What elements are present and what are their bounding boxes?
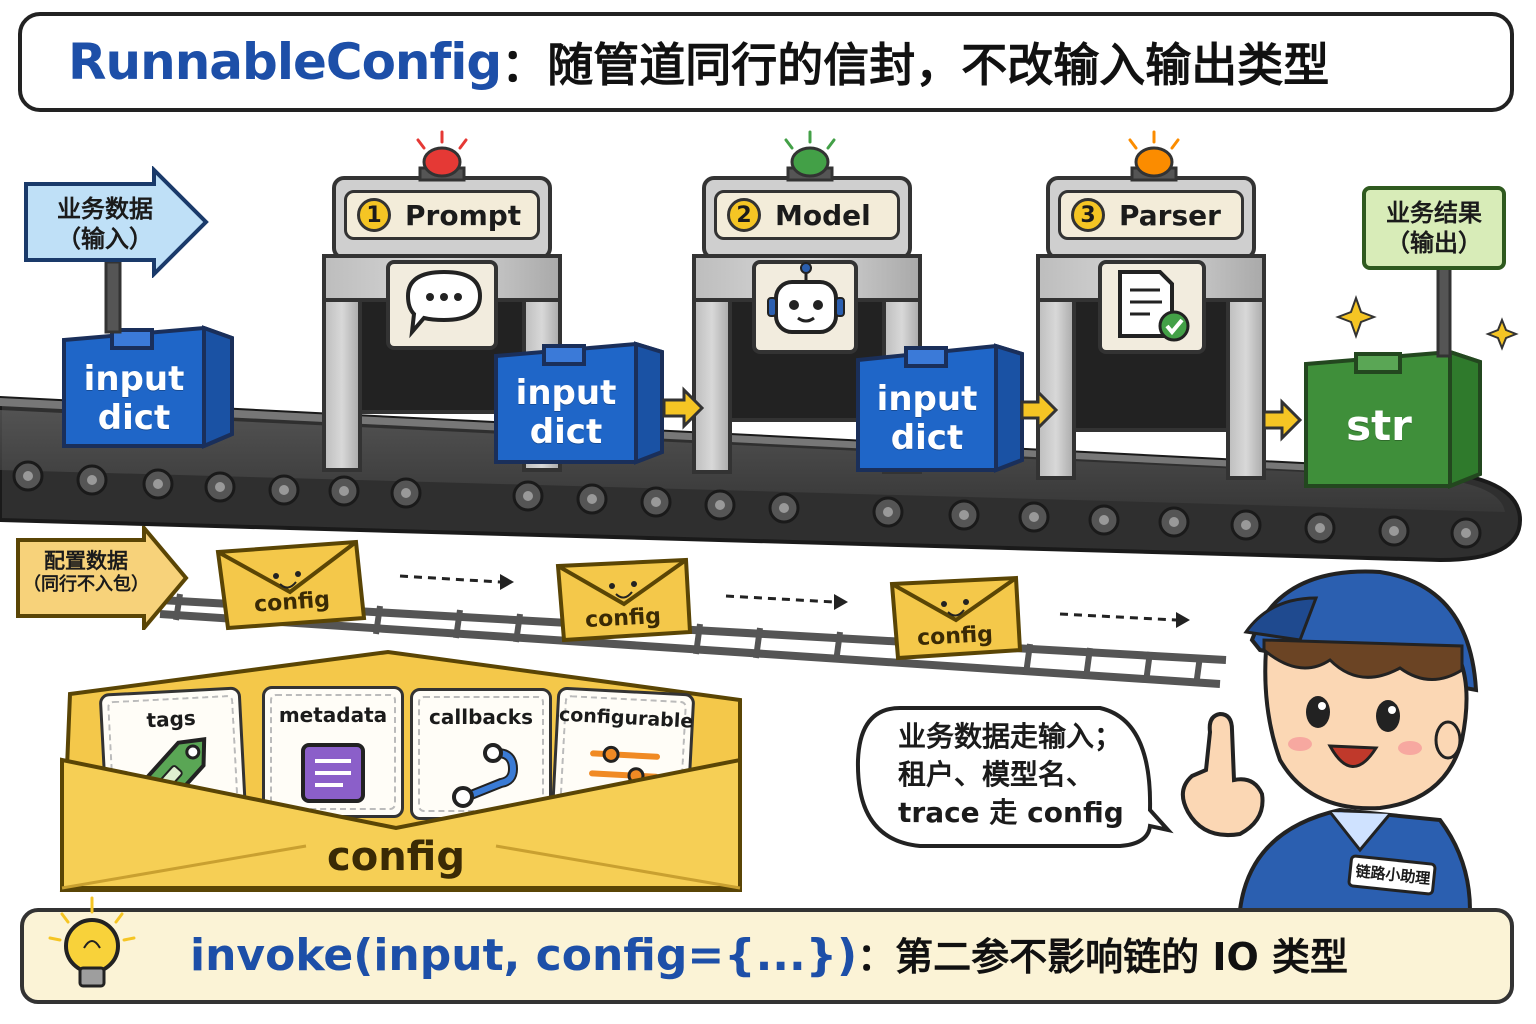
sparkle-icons [1335, 295, 1519, 351]
sign-business-output-text: 业务结果 （输出） [1364, 198, 1504, 258]
config-pouch-label: config [327, 834, 465, 880]
station-label-model: 2 Model [714, 190, 900, 240]
box-1-line1: input [83, 359, 185, 399]
sign-business-output [1362, 186, 1506, 270]
bottom-bar [20, 908, 1514, 1004]
helper-character [1180, 569, 1479, 912]
flow-arrows [662, 386, 1303, 442]
speech-bubble-icon [405, 269, 483, 339]
bottom-code: invoke(input, config={...}) [190, 930, 858, 981]
track-dashed-arrows [399, 574, 1177, 622]
sign-business-input [24, 166, 209, 278]
sign-config-data-line2: （同行不入包） [23, 574, 149, 596]
box-input-3 [856, 343, 1024, 473]
sign-config-data-line1: 配置数据 [44, 549, 128, 573]
speech-bubble [855, 706, 1174, 848]
station-label-prompt: 1 Prompt [344, 190, 540, 240]
card-callbacks: callbacks [410, 688, 552, 820]
box-1-line2: dict [97, 398, 171, 439]
config-pouch-front [60, 757, 742, 890]
speech-line-2: 租户、模型名、 [898, 758, 1095, 791]
box-label-3: input dict [860, 379, 994, 459]
document-check-icon [1118, 270, 1190, 342]
title-bar: RunnableConfig ：随管道同行的信封，不改输入输出类型 [18, 12, 1514, 112]
box-2-line2: dict [529, 412, 603, 453]
box-input-1 [62, 325, 234, 450]
station-name-model: Model [775, 198, 871, 232]
speech-line-1: 业务数据走输入； [898, 720, 1123, 753]
title-main: RunnableConfig [68, 33, 502, 91]
lamp-model [784, 130, 836, 182]
bottom-summary: invoke(input, config={...})：第二参不影响链的 IO … [190, 926, 1348, 981]
step-number-1: 1 [357, 198, 391, 232]
title-rest: ：随管道同行的信封，不改输入输出类型 [501, 38, 1330, 92]
sign-config-data-text: 配置数据 （同行不入包） [18, 548, 154, 597]
sign-config-data [16, 526, 189, 630]
sign-business-output-line2: （输出） [1386, 229, 1482, 257]
sign-business-input-text: 业务数据 （输入） [30, 194, 180, 254]
station-name-parser: Parser [1119, 198, 1221, 232]
envelope-3 [889, 575, 1023, 661]
box-label-2: input dict [498, 373, 634, 453]
envelope-2 [555, 557, 693, 643]
step-number-3: 3 [1071, 198, 1105, 232]
lamp-parser [1128, 130, 1180, 182]
box-label-1: input dict [66, 359, 202, 439]
sign-business-input-line2: （输入） [57, 225, 153, 253]
box-label-str: str [1310, 401, 1448, 450]
station-name-prompt: Prompt [405, 198, 522, 232]
hook-icon [452, 743, 519, 808]
box-2-line1: input [515, 373, 617, 413]
card-metadata-label: metadata [278, 703, 388, 727]
box-3-line2: dict [890, 418, 964, 459]
box-output-str [1304, 349, 1482, 489]
box-str-line1: str [1346, 401, 1412, 450]
speech-bubble-text: 业务数据走输入； 租户、模型名、 trace 走 config [898, 718, 1148, 832]
box-3-line1: input [876, 379, 978, 419]
sign-business-input-line1: 业务数据 [57, 195, 153, 223]
sign-business-output-line1: 业务结果 [1386, 199, 1482, 227]
envelope-1 [215, 539, 367, 631]
bottom-desc: ：第二参不影响链的 IO 类型 [857, 935, 1349, 979]
card-callbacks-label: callbacks [429, 705, 533, 729]
document-icon [301, 743, 365, 803]
robot-icon [767, 262, 845, 334]
lamp-prompt [416, 130, 468, 182]
station-label-parser: 3 Parser [1058, 190, 1244, 240]
card-metadata: metadata [262, 686, 404, 818]
speech-line-3: trace 走 config [898, 796, 1124, 829]
step-number-2: 2 [727, 198, 761, 232]
box-input-2 [494, 341, 664, 465]
